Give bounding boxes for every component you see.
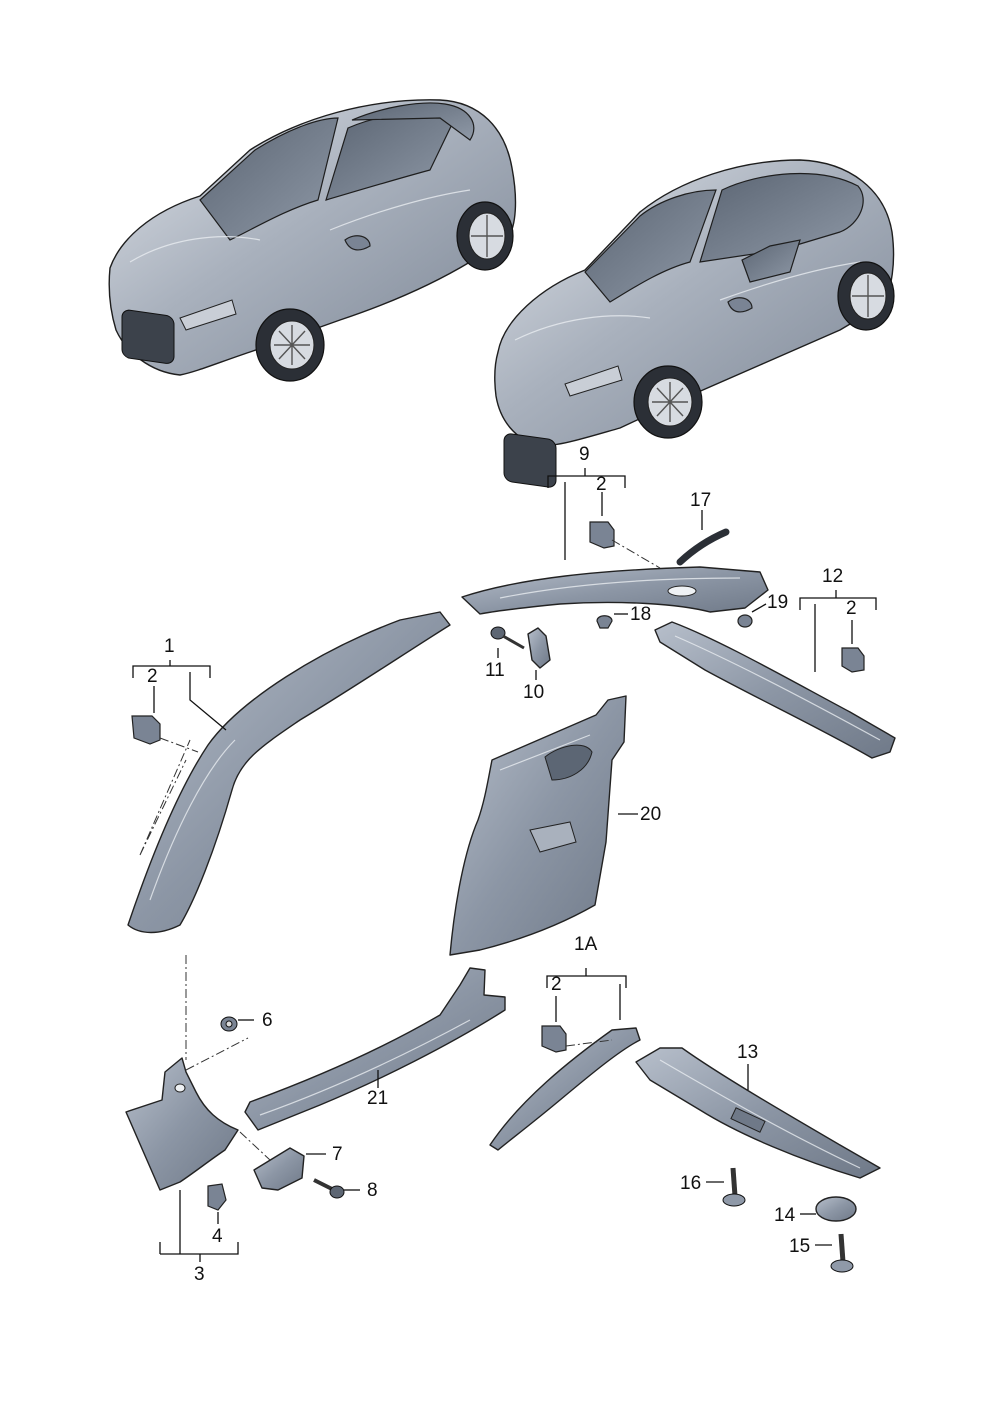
callout-6: 6 bbox=[262, 1010, 273, 1031]
a-pillar-trim bbox=[127, 611, 451, 934]
roadster-soft-top bbox=[699, 172, 864, 263]
clip-2-top bbox=[589, 521, 615, 549]
roof-side-trim bbox=[461, 566, 769, 615]
sill-trim bbox=[244, 967, 506, 1131]
callout-1: 1 bbox=[164, 636, 175, 657]
rear-side-panel bbox=[449, 695, 627, 956]
nut-6 bbox=[220, 1016, 238, 1032]
callout-11: 11 bbox=[485, 660, 505, 681]
callout-12: 12 bbox=[822, 566, 843, 587]
callout-19: 19 bbox=[767, 592, 788, 613]
callout-16: 16 bbox=[680, 1173, 701, 1194]
clip-2-left bbox=[131, 715, 161, 745]
b-pillar-trim bbox=[489, 1027, 641, 1151]
coupe-grille bbox=[121, 309, 175, 364]
callout-18: 18 bbox=[630, 604, 651, 625]
bolt-8 bbox=[313, 1178, 345, 1199]
leader-lines bbox=[132, 468, 877, 1262]
callout-13: 13 bbox=[737, 1042, 758, 1063]
callout-2: 2 bbox=[596, 474, 607, 495]
coupe-rear-window bbox=[351, 102, 475, 141]
rivet-18 bbox=[596, 615, 613, 629]
roadster-grille bbox=[503, 433, 557, 488]
screw-11 bbox=[490, 626, 525, 650]
nut-19 bbox=[737, 614, 753, 628]
callout-9: 9 bbox=[579, 444, 590, 465]
sill-plate bbox=[635, 1047, 881, 1179]
clip-2-right bbox=[841, 647, 865, 673]
callout-7: 7 bbox=[332, 1144, 343, 1165]
clip-4 bbox=[207, 1183, 227, 1211]
coupe-car bbox=[108, 99, 517, 382]
kick-panel bbox=[125, 1057, 239, 1191]
screw-15 bbox=[830, 1233, 854, 1273]
callout-1a: 1A bbox=[574, 934, 598, 955]
callout-15: 15 bbox=[789, 1236, 810, 1257]
callout-4: 4 bbox=[212, 1226, 223, 1247]
roadster-windshield bbox=[584, 189, 717, 303]
callout-21: 21 bbox=[367, 1088, 388, 1109]
clip-10 bbox=[527, 627, 551, 669]
seal-strip bbox=[676, 528, 730, 566]
callout-2: 2 bbox=[846, 598, 857, 619]
grommet-14 bbox=[815, 1196, 857, 1222]
callout-14: 14 bbox=[774, 1205, 796, 1226]
coupe-windshield bbox=[199, 117, 339, 241]
clip-2-lower bbox=[541, 1025, 567, 1053]
callout-10: 10 bbox=[523, 682, 544, 703]
bracket-7 bbox=[253, 1147, 305, 1191]
callout-2: 2 bbox=[147, 666, 158, 687]
roadster-car bbox=[493, 159, 895, 488]
callout-20: 20 bbox=[640, 804, 661, 825]
rear-rail-trim bbox=[654, 621, 896, 759]
callout-2: 2 bbox=[551, 974, 562, 995]
screw-16 bbox=[722, 1167, 746, 1207]
callout-8: 8 bbox=[367, 1180, 378, 1201]
callout-17: 17 bbox=[690, 490, 711, 511]
callout-3: 3 bbox=[194, 1264, 205, 1285]
